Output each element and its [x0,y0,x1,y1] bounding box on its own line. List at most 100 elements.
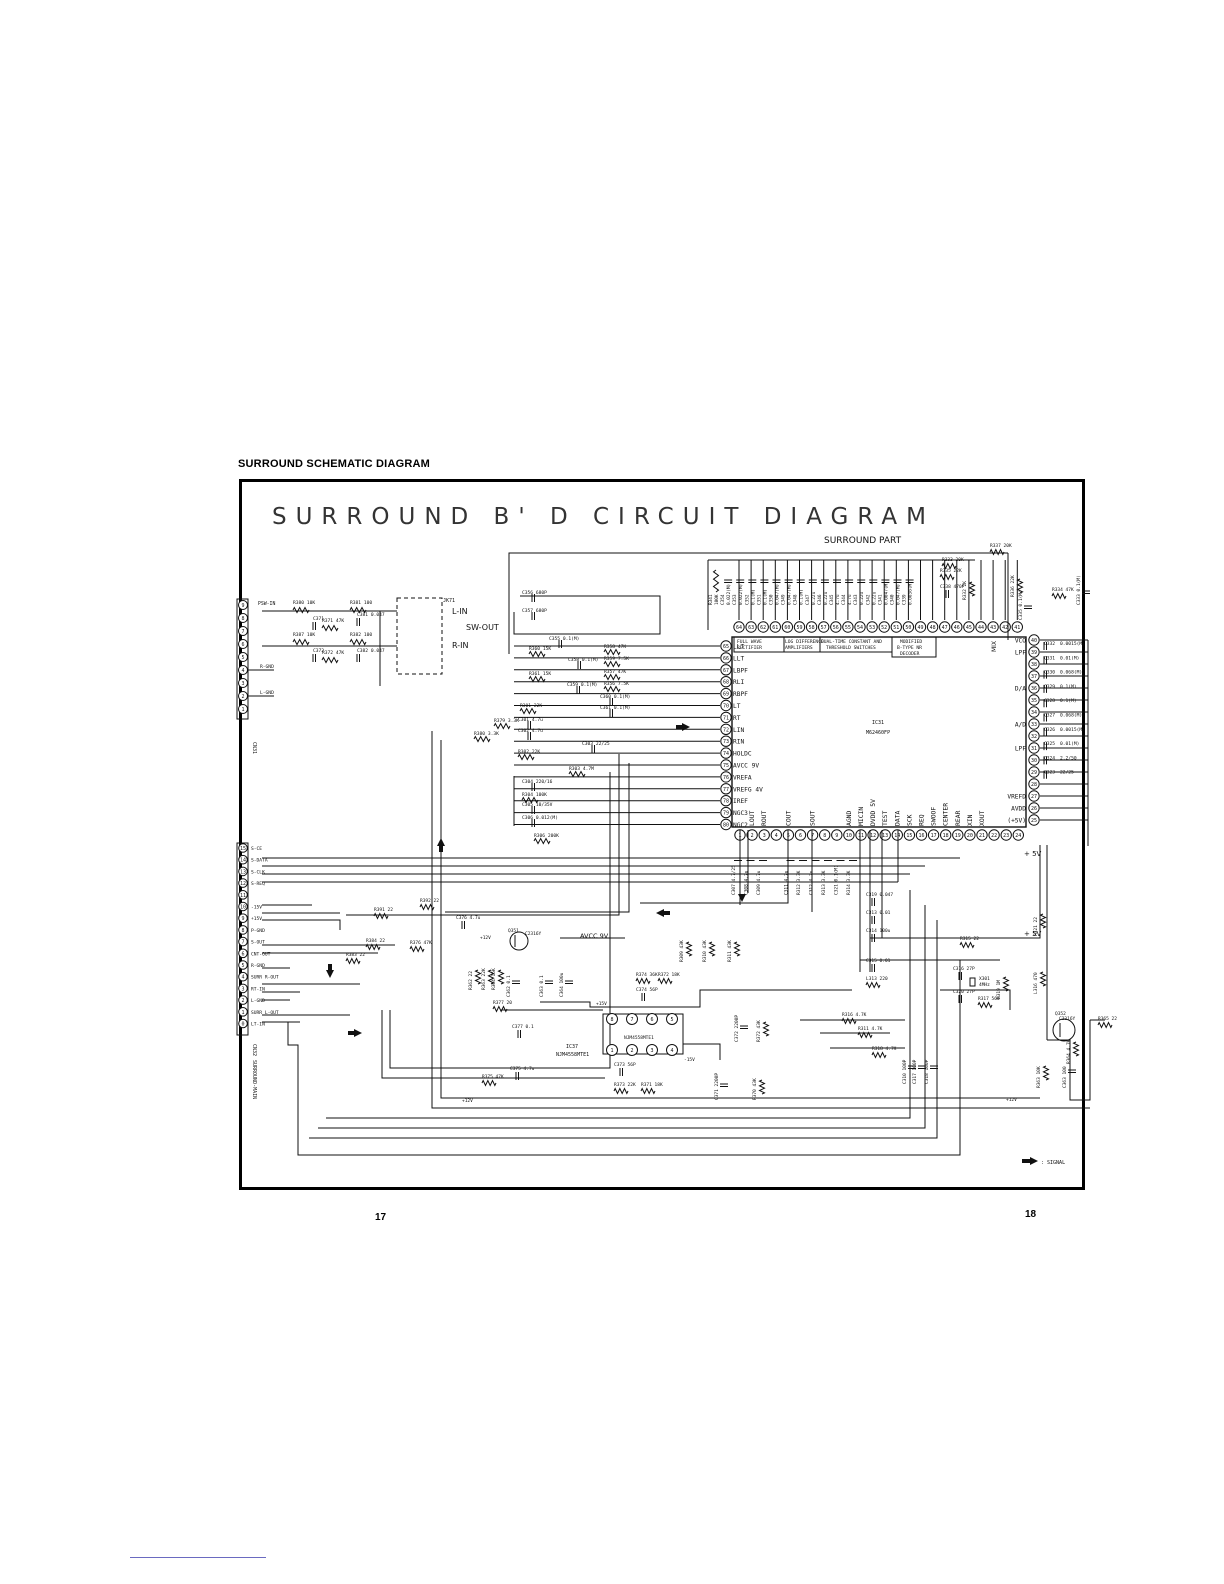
input-part-3: C371 [313,616,324,622]
left-part-17: C303 22/25 [582,741,610,747]
top-pin-44: 44 [975,621,987,633]
lower-part-14: C374 56P [636,987,658,993]
left-pin-70: 70 [720,699,732,712]
lower-part-2: C376 4.7u [456,915,481,921]
top-part-val-11: 4.7u [847,594,853,605]
right-pin-37: 37 [1028,670,1040,682]
lower-resistor [657,977,673,985]
top-part-ref-3: C352 [744,594,750,605]
top-pin-55-ring [842,621,854,633]
right-capacitor [1043,642,1047,650]
left-part-12: C361 0.1(M) [600,705,630,711]
right-cap-val-6: 0.0015(M) [1060,727,1085,733]
input-part-8: C372 [313,648,324,654]
right-pin-28: 28 [1028,778,1040,790]
cn31-pin-4: 4 [238,665,248,675]
top-right-resistor [939,573,955,581]
lower-capacitor [461,921,465,929]
right-cap-ref-1: C331 [1044,655,1055,661]
right-pin-name-27: VREFD [1007,794,1026,801]
left-part-13: R301 22K [520,703,542,709]
input-capacitor [356,654,360,662]
top-part-ref-15: C340 [890,594,896,605]
rail-minus15v: -15V [684,1057,695,1063]
bottom-pin-2-number: 2 [751,833,754,839]
lower-right-resistor [871,1051,887,1059]
lower-right-capacitor [871,964,875,972]
left-pin-66-number: 66 [723,656,729,662]
crystal-x301: X301 4MHz [969,976,990,988]
legend-arrow [1030,1157,1038,1165]
left-capacitor [527,732,531,740]
lower-right-part-8: R317 560 [978,996,1000,1002]
bottom-pin-14: 14 [891,829,903,841]
right-pin-name-25: (+5V) [1007,818,1026,825]
top-part-val-7: 0.1(M) [799,589,805,605]
bottom-pin-11: 11 [855,829,867,841]
lower-part-20: R373 22K [614,1082,636,1088]
top-part-val-5: 0.047(M) [775,584,781,605]
left-capacitor [609,709,613,717]
lower-right-part-6: C316 27P [953,966,975,972]
bottom-pin-6-number: 6 [799,833,802,839]
left-pin-name-71: RT [733,715,741,722]
left-capacitor [531,612,535,620]
q352-part: C2316Y [1059,1016,1076,1022]
lower-resistor [492,1005,508,1013]
top-pin-47-ring [939,621,951,633]
top-part-ref-1: C354 [720,594,726,605]
top-capacitor [796,579,805,583]
lower-right-resistor [1042,1065,1050,1081]
cn31-pin-6: 6 [238,639,248,649]
right-pin-30-number: 30 [1031,758,1037,764]
bottom-pin-6: 6 [794,829,807,841]
left-pin-65-ring [720,640,732,652]
cn31-pin-1-ring [238,704,248,714]
left-capacitor [577,661,581,669]
cn31-pin-4-number: 4 [241,668,244,674]
right-pin-40-ring [1028,634,1040,646]
top-part-ref-7: C348 [793,594,799,605]
ic37-pin-1: 1 [606,1044,618,1056]
block-3-line1: DUAL-TIME CONSTANT AND [821,639,882,645]
cn31-pin-8-ring [238,613,248,623]
right-pin-31-ring [1028,742,1040,754]
right-pin-31-number: 31 [1031,746,1037,752]
lower-resistor [640,1087,656,1095]
ic37-pin-7-ring [626,1013,638,1025]
cn32-pin-0-ring [238,1018,248,1029]
left-capacitor [531,806,535,814]
lower-part-27: C371 2200P [714,1073,720,1100]
bottom-pin-name-18: CENTER [942,803,950,826]
left-pin-74: 74 [720,747,732,759]
top-part-val-12: 0.22u [859,591,865,605]
signal-arrow [437,838,445,846]
lower-right-part-19: R364 4.7K [1066,1039,1072,1064]
bottom-pin-7: 7 [806,829,819,841]
bottom-pin-20-ring [964,829,976,841]
cn32-pin-5-ring [238,960,248,970]
ic37-pin-6-number: 6 [650,1017,653,1023]
top-part-ref-14: C341 [877,594,883,605]
input-capacitor [312,654,316,662]
right-pin-33-number: 33 [1031,722,1037,728]
bottom-pin-17: 17 [927,829,940,841]
top-part-val-10: 4.7u [835,594,841,605]
top-part-val-8: 0.22u [811,591,817,605]
left-pin-name-68: RLI [733,679,744,686]
bottom-pin-3-number: 3 [763,833,766,839]
lower-part-7: R363 22K [481,968,487,990]
top-pin-44-ring [975,621,987,633]
signal-arrow [326,970,334,978]
q351-ref: Q351 [508,928,519,934]
ic37-pin-2: 2 [626,1044,638,1056]
cn32-name-6: +15V [251,916,262,922]
left-pin-67: 67 [720,664,732,676]
cn32-name-8: S-OUT [251,940,265,946]
ic37-part-inline: NJM4558MTE1 [624,1035,654,1041]
left-pin-80-number: 80 [723,823,729,829]
cn32-name-7: P-GND [251,928,265,934]
